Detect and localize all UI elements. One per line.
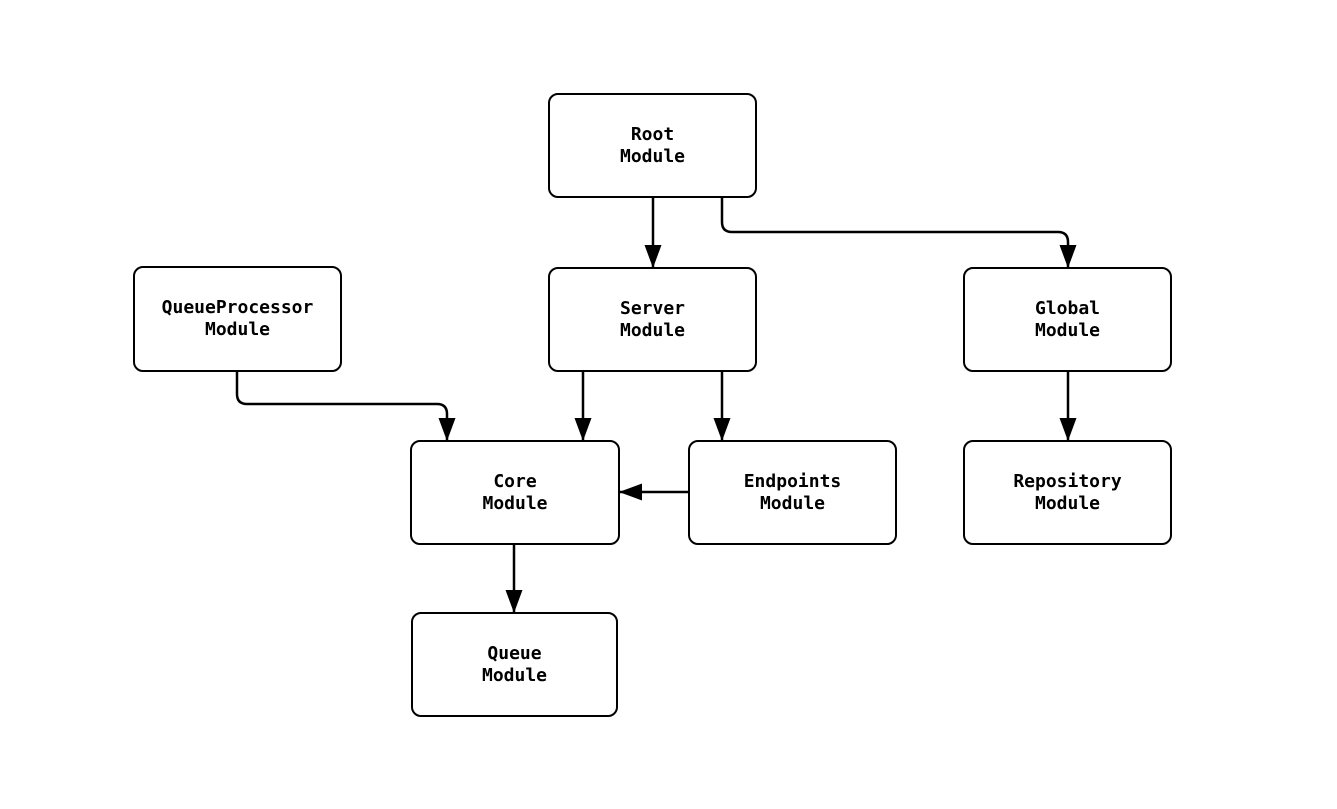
node-queue-module-label: Queue Module [481,642,548,686]
node-endpoints-module: Endpoints Module [688,440,897,545]
node-core-module-label: Core Module [482,470,548,514]
node-repository-module-label: Repository Module [1013,470,1122,514]
node-global-module-label: Global Module [1034,297,1101,341]
node-queueprocessor-module-label: QueueProcessor Module [161,297,314,340]
node-root-module: Root Module [548,93,757,198]
edge-queueprocessor-to-core [235,372,456,441]
node-queue-module: Queue Module [411,612,618,717]
node-endpoints-module-label: Endpoints Module [743,470,842,514]
node-core-module: Core Module [410,440,620,545]
node-repository-module: Repository Module [963,440,1172,545]
node-server-module-label: Server Module [619,297,686,341]
node-server-module: Server Module [548,267,757,372]
node-global-module: Global Module [963,267,1172,372]
node-root-module-label: Root Module [619,123,686,167]
node-queueprocessor-module: QueueProcessor Module [133,266,342,372]
edge-root-to-global [720,198,1077,268]
